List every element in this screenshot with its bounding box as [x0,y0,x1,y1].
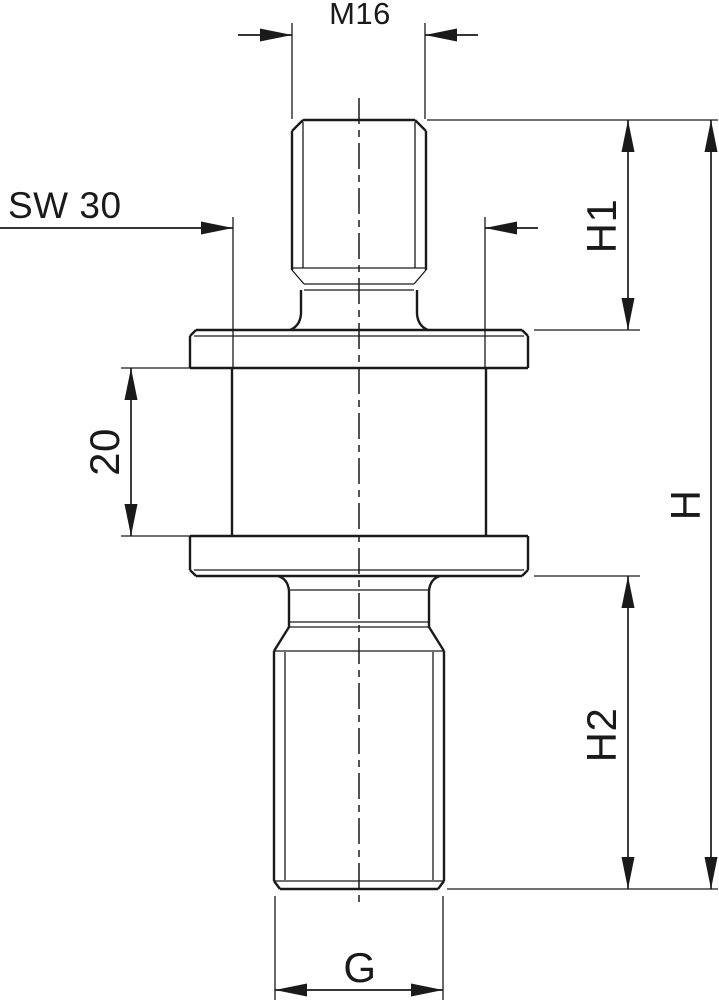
label-thread-bottom: G [343,944,376,991]
bottom-thread-g [272,650,446,891]
lower-neck [272,574,446,652]
arrowhead-down-icon [124,504,138,536]
dim-h2: H2 [534,575,640,889]
hex-body-sw30 [230,368,488,536]
arrowhead-down-icon [621,857,635,889]
arrowhead-left-icon [485,221,517,235]
dim-20: 20 [81,367,232,537]
top-stud-m16-thread [290,118,428,291]
label-height-lower: H2 [578,708,625,763]
dim-g: G [274,896,444,1000]
label-height-upper: H1 [578,199,625,254]
arrowhead-right-icon [201,221,233,235]
label-hex-length: 20 [81,428,128,476]
label-wrench-size: SW 30 [8,185,122,226]
top-flange [188,328,530,370]
arrowhead-up-icon [621,576,635,608]
arrowhead-left-icon [275,983,307,997]
arrowhead-down-icon [704,857,718,889]
arrowhead-up-icon [124,368,138,400]
dim-sw30: SW 30 [0,185,538,368]
bottom-flange [188,534,530,578]
arrowhead-right-icon [411,983,443,997]
label-thread-top: M16 [329,0,391,31]
dim-h: H [427,119,718,890]
arrowhead-left-icon [425,28,457,42]
arrowhead-up-icon [621,120,635,152]
part-outline [188,118,530,891]
arrowhead-up-icon [704,120,718,152]
dim-h1: H1 [534,120,640,331]
arrowhead-right-icon [260,28,292,42]
arrowhead-down-icon [621,298,635,330]
dim-m16: M16 [238,0,478,119]
label-height-total: H [662,490,709,521]
